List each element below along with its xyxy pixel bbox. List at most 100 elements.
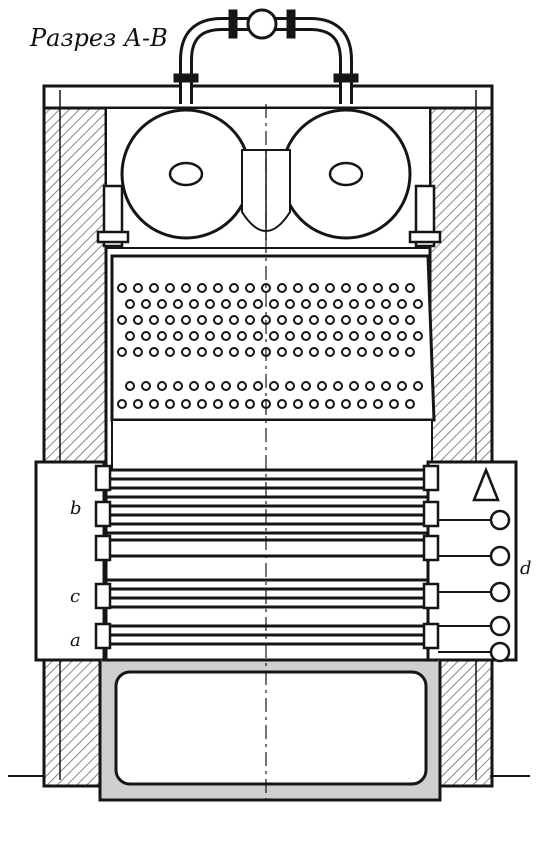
- label-d: d: [520, 558, 532, 579]
- tube-hole: [181, 283, 191, 293]
- tube-hole: [133, 347, 143, 357]
- tube-hole: [349, 381, 359, 391]
- tube-hole: [157, 331, 167, 341]
- tube-hole: [245, 283, 255, 293]
- section-title: Разрез А-В: [29, 24, 168, 52]
- tube-hole: [269, 299, 279, 309]
- tube-hole: [237, 331, 247, 341]
- tube-hole: [165, 347, 175, 357]
- valve-icon: [489, 509, 511, 531]
- furnace: [98, 658, 442, 802]
- tube-hole: [277, 283, 287, 293]
- tube-hole: [181, 315, 191, 325]
- tube-headers: [94, 464, 440, 650]
- tube-hole: [389, 399, 399, 409]
- tube-hole: [397, 331, 407, 341]
- gas-passage: [111, 419, 433, 471]
- left-header: [94, 622, 112, 650]
- left-manhole: [168, 161, 204, 187]
- tube-hole: [229, 315, 239, 325]
- tube-hole: [125, 381, 135, 391]
- tube-hole: [309, 399, 319, 409]
- tube-hole: [189, 331, 199, 341]
- tube-holes: [117, 283, 423, 409]
- tube-hole: [373, 399, 383, 409]
- tube-hole: [189, 381, 199, 391]
- tube-hole: [293, 399, 303, 409]
- tube-hole: [325, 315, 335, 325]
- tube-hole: [197, 283, 207, 293]
- right-header: [422, 500, 440, 528]
- tube-hole: [221, 381, 231, 391]
- valve-icon: [489, 581, 511, 603]
- right-header: [422, 534, 440, 562]
- tube-hole: [149, 399, 159, 409]
- brick-setting: [42, 84, 494, 788]
- tube-hole: [309, 315, 319, 325]
- steam-drums: [120, 108, 412, 240]
- tube-hole: [133, 315, 143, 325]
- tube-hole: [245, 399, 255, 409]
- tube-hole: [213, 347, 223, 357]
- tube-hole: [285, 331, 295, 341]
- tube-hole: [365, 381, 375, 391]
- tube-hole: [149, 347, 159, 357]
- left-tube-plate: [34, 460, 106, 662]
- tube-hole: [277, 347, 287, 357]
- tube-hole: [325, 283, 335, 293]
- tube-hole: [221, 299, 231, 309]
- tube-hole: [173, 381, 183, 391]
- tube-hole: [165, 399, 175, 409]
- firebox: [114, 670, 428, 786]
- tube-hole: [301, 299, 311, 309]
- tube-hole: [125, 331, 135, 341]
- tube-hole: [277, 315, 287, 325]
- right-header: [422, 622, 440, 650]
- valve-icon: [489, 641, 511, 663]
- tube-hole: [373, 283, 383, 293]
- tube-hole: [245, 315, 255, 325]
- tube-hole: [237, 299, 247, 309]
- tube-hole: [285, 299, 295, 309]
- tube-hole: [133, 283, 143, 293]
- tube-hole: [341, 283, 351, 293]
- tube-hole: [333, 381, 343, 391]
- tube-hole: [157, 299, 167, 309]
- tube-hole: [301, 381, 311, 391]
- tube-hole: [341, 399, 351, 409]
- tube-hole: [117, 315, 127, 325]
- right-header: [422, 582, 440, 610]
- tube-hole: [141, 331, 151, 341]
- tube-hole: [317, 299, 327, 309]
- tube-hole: [413, 381, 423, 391]
- tube-hole: [205, 331, 215, 341]
- tube-hole: [125, 299, 135, 309]
- tube-hole: [165, 315, 175, 325]
- tube-hole: [221, 331, 231, 341]
- tube-hole: [325, 399, 335, 409]
- tube-hole: [309, 347, 319, 357]
- label-a: a: [70, 630, 81, 651]
- right-valves: [438, 466, 511, 663]
- tube-hole: [357, 283, 367, 293]
- top-slab: [42, 84, 494, 110]
- tube-hole: [349, 299, 359, 309]
- tube-hole: [405, 315, 415, 325]
- tube-hole: [165, 283, 175, 293]
- tube-hole: [357, 347, 367, 357]
- right-header: [422, 464, 440, 492]
- tube-hole: [173, 331, 183, 341]
- tube-hole: [381, 381, 391, 391]
- tube-hole: [253, 381, 263, 391]
- tube-hole: [253, 299, 263, 309]
- left-wall: [42, 84, 108, 788]
- tube-hole: [333, 331, 343, 341]
- tube-hole: [269, 381, 279, 391]
- tube-hole: [349, 331, 359, 341]
- tube-hole: [181, 347, 191, 357]
- tube-hole: [341, 315, 351, 325]
- tube-hole: [317, 381, 327, 391]
- tube-hole: [229, 347, 239, 357]
- tube-hole: [205, 299, 215, 309]
- tube-hole: [413, 331, 423, 341]
